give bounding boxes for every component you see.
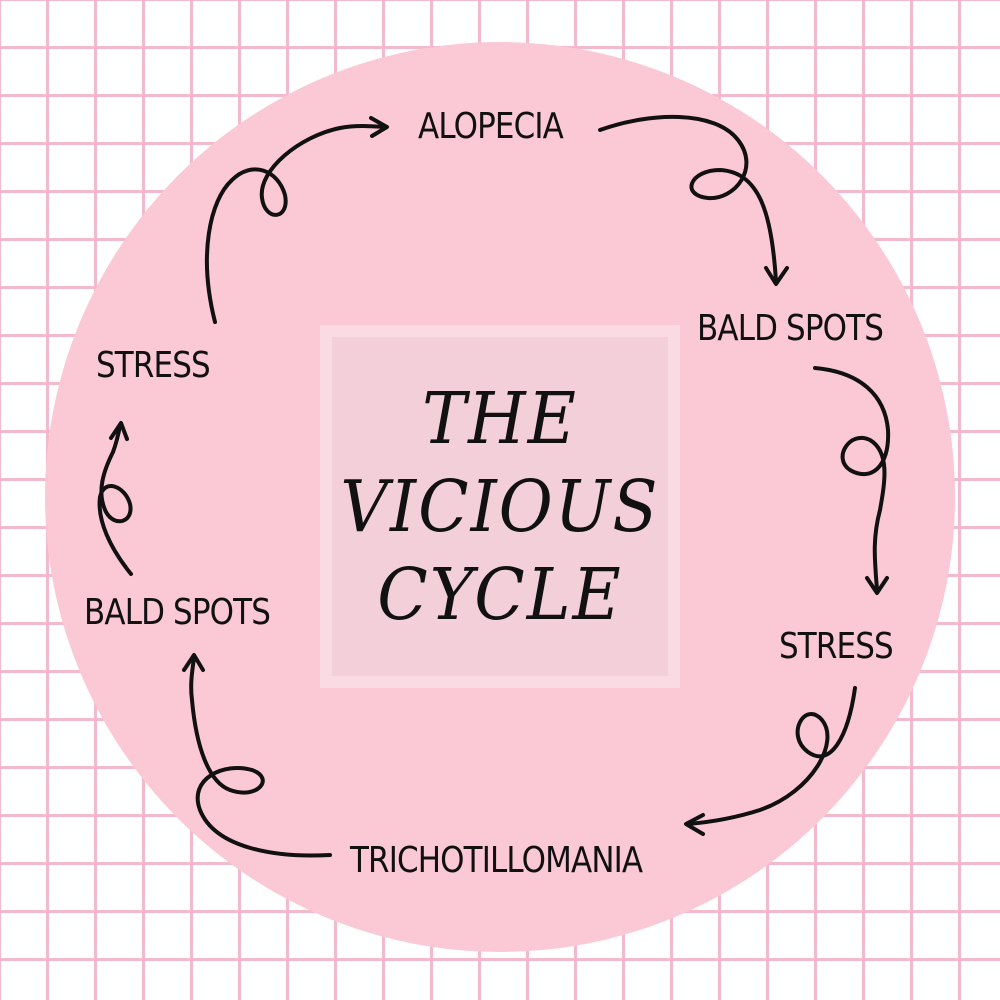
node-stress-left: STRESS xyxy=(96,345,211,386)
center-title-panel: THE VICIOUS CYCLE xyxy=(332,337,668,676)
node-bald-spots-left: BALD SPOTS xyxy=(84,592,271,633)
center-title-box: THE VICIOUS CYCLE xyxy=(320,325,680,688)
arrow-stress-to-trichotillomania xyxy=(684,686,857,836)
arrow-trichotillomania-to-bald-spots xyxy=(182,653,332,858)
node-trichotillomania: TRICHOTILLOMANIA xyxy=(350,840,643,881)
title-line-2: VICIOUS xyxy=(340,464,660,548)
arrow-stress-to-alopecia xyxy=(204,116,389,324)
node-alopecia: ALOPECIA xyxy=(418,106,564,147)
arrow-bald-spots-to-stress xyxy=(813,366,891,595)
title-line-3: CYCLE xyxy=(377,552,623,636)
arrow-alopecia-to-bald-spots xyxy=(598,114,789,286)
node-stress-right: STRESS xyxy=(779,626,894,667)
arrow-bald-spots-to-stress-left xyxy=(97,421,133,576)
node-bald-spots-right: BALD SPOTS xyxy=(697,308,884,349)
title-line-1: THE xyxy=(422,376,578,460)
